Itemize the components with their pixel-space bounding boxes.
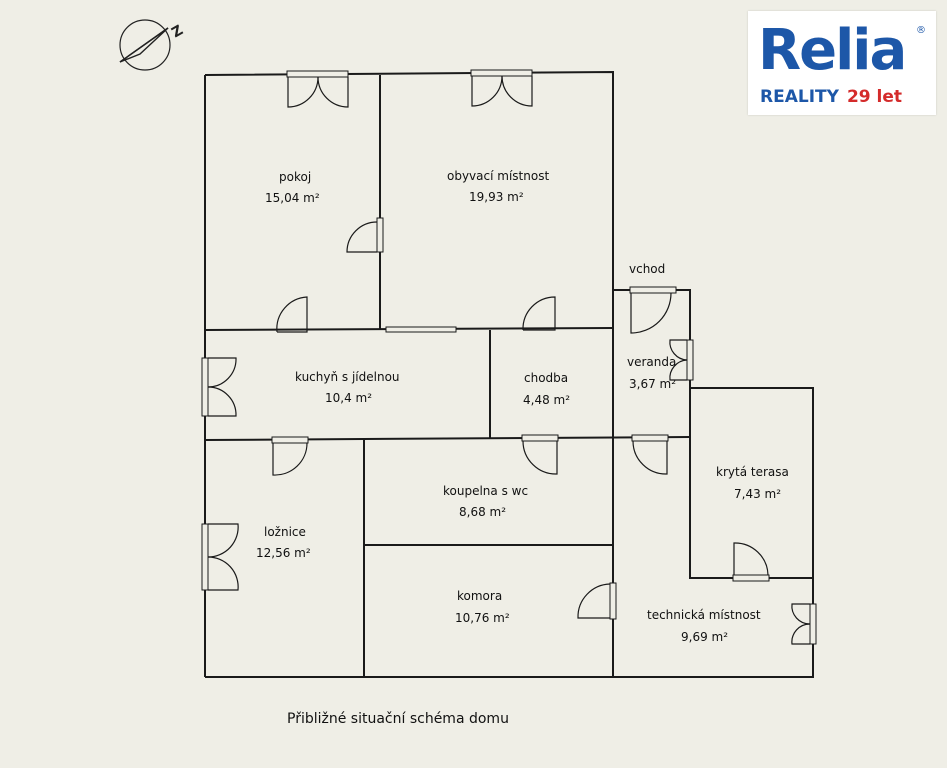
room-kuchyn: kuchyň s jídelnou 10,4 m² xyxy=(295,370,400,405)
logo-tagline-reality: REALITY xyxy=(760,87,839,107)
room-area: 4,48 m² xyxy=(523,393,570,407)
room-area: 12,56 m² xyxy=(256,546,311,560)
compass-icon: Z xyxy=(119,19,186,71)
logo-brand: Relia xyxy=(758,18,907,83)
room-area: 10,4 m² xyxy=(325,391,372,405)
door-koupelna-top xyxy=(521,434,559,475)
room-area: 8,68 m² xyxy=(459,505,506,519)
logo-tagline-years: 29 let xyxy=(846,87,902,107)
room-pokoj: pokoj 15,04 m² xyxy=(265,170,320,205)
door-komora xyxy=(577,582,617,620)
room-komora: komora 10,76 m² xyxy=(455,589,510,625)
logo-registered-mark: ® xyxy=(916,25,926,36)
door-vchod xyxy=(629,286,677,334)
door-loznice-left xyxy=(201,523,239,591)
compass-north-letter: Z xyxy=(169,22,186,41)
windows xyxy=(385,326,457,333)
room-name: chodba xyxy=(524,371,568,385)
door-obyvaci-bottom xyxy=(522,296,556,331)
room-area: 3,67 m² xyxy=(629,377,676,391)
door-obyvaci-top xyxy=(470,69,533,107)
room-name: pokoj xyxy=(279,170,311,184)
room-area: 19,93 m² xyxy=(469,190,524,204)
room-name: technická místnost xyxy=(647,608,761,622)
room-name: komora xyxy=(457,589,502,603)
door-kitchen-left xyxy=(201,357,237,417)
room-area: 15,04 m² xyxy=(265,191,320,205)
room-technicka-mistnost: technická místnost 9,69 m² xyxy=(647,608,761,644)
relia-logo: Relia ® REALITY 29 let xyxy=(748,11,936,115)
door-veranda-bottom xyxy=(631,434,669,475)
room-area: 7,43 m² xyxy=(734,487,781,501)
room-obyvaci-mistnost: obyvací místnost 19,93 m² xyxy=(447,169,549,204)
room-loznice: ložnice 12,56 m² xyxy=(256,525,311,560)
room-name: veranda xyxy=(627,355,676,369)
logo-tagline: REALITY 29 let xyxy=(760,87,902,107)
room-name: krytá terasa xyxy=(716,465,789,479)
door-loznice-top xyxy=(271,436,309,476)
room-area: 9,69 m² xyxy=(681,630,728,644)
room-koupelna: koupelna s wc 8,68 m² xyxy=(443,484,528,519)
doors xyxy=(201,69,817,645)
room-name: koupelna s wc xyxy=(443,484,528,498)
plan-caption: Přibližné situační schéma domu xyxy=(287,711,509,727)
room-chodba: chodba 4,48 m² xyxy=(523,371,570,407)
room-area: 10,76 m² xyxy=(455,611,510,625)
door-pokoj-bottom xyxy=(276,296,308,333)
door-pokoj-top xyxy=(286,70,349,108)
door-technicka-right xyxy=(791,603,817,645)
room-kryta-terasa: krytá terasa 7,43 m² xyxy=(716,465,789,501)
room-name: kuchyň s jídelnou xyxy=(295,370,400,384)
door-terasa-bottom xyxy=(732,542,770,582)
room-name: ložnice xyxy=(264,525,306,539)
door-veranda-right xyxy=(669,339,694,381)
room-name: obyvací místnost xyxy=(447,169,549,183)
door-pokoj-obyvaci xyxy=(346,217,384,253)
entrance-label: vchod xyxy=(629,262,665,276)
room-veranda: veranda 3,67 m² xyxy=(627,355,676,391)
